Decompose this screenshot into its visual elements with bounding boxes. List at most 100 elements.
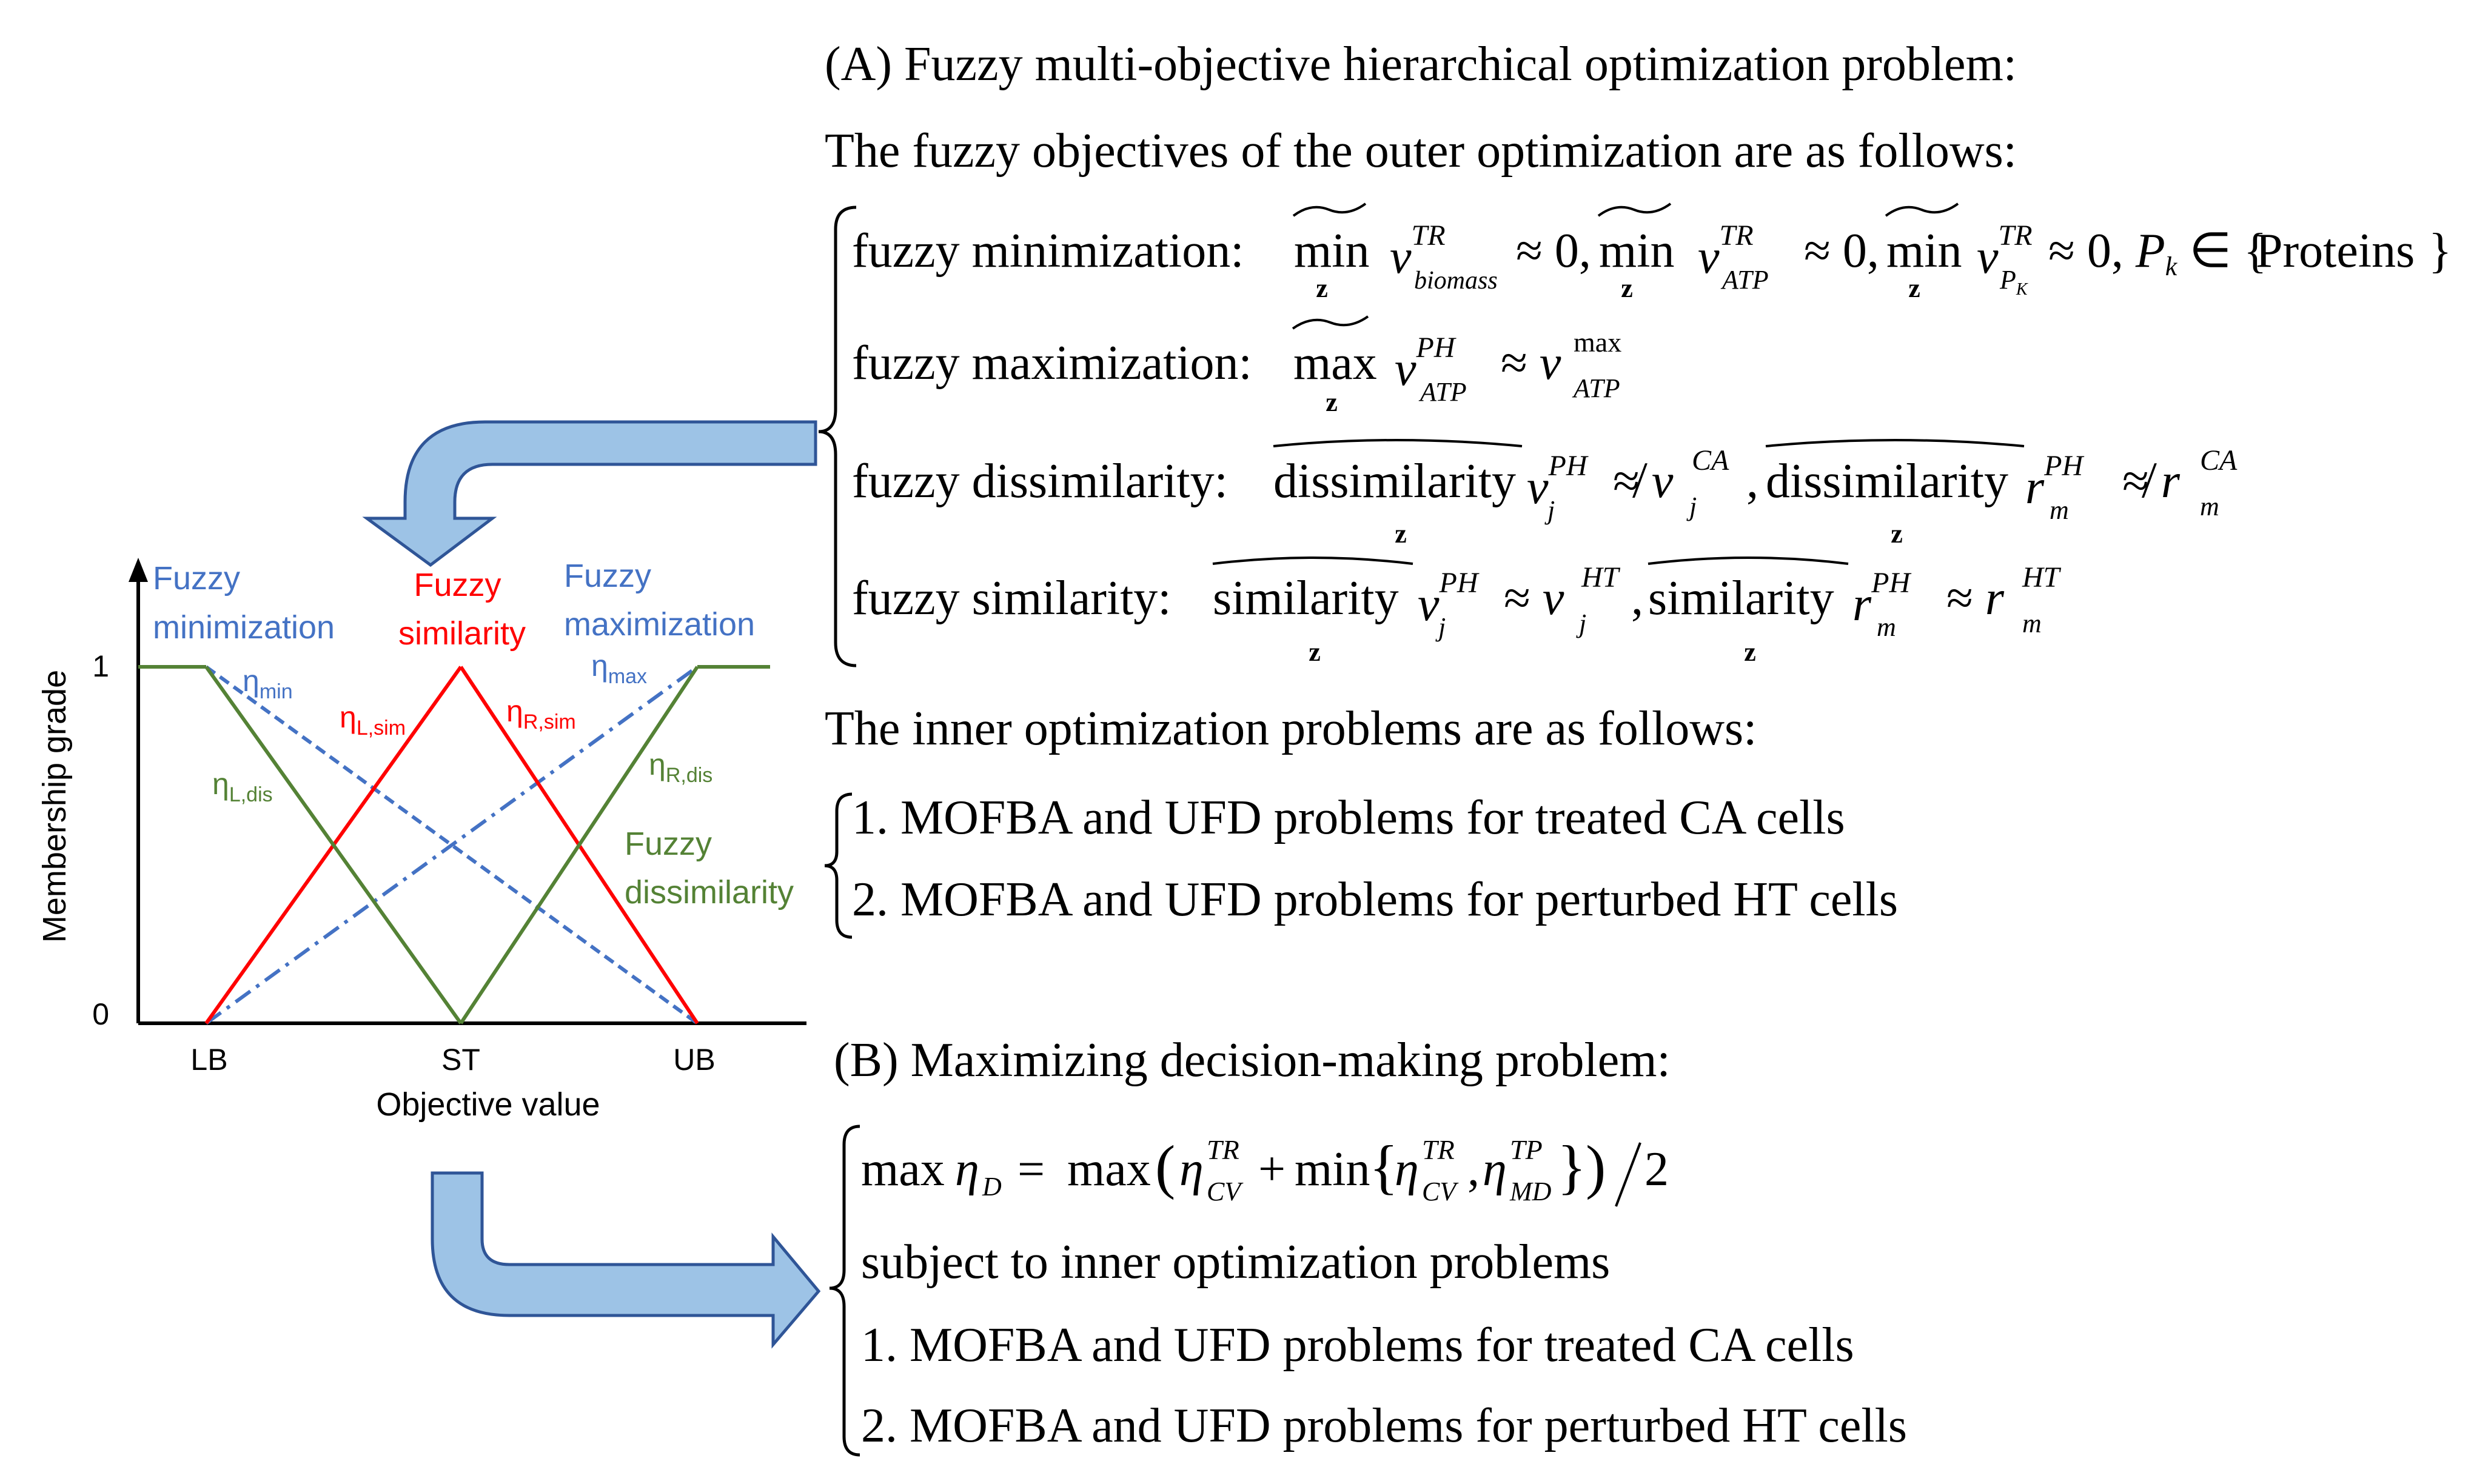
svg-text:CV: CV bbox=[1422, 1177, 1459, 1206]
svg-text:TP: TP bbox=[1510, 1134, 1543, 1165]
svg-text:≈ r: ≈ r bbox=[1946, 572, 2005, 625]
svg-text:z: z bbox=[1395, 519, 1407, 549]
decision-equation: max η D = max ( η TR CV + min { η TR CV … bbox=[861, 1133, 1669, 1207]
fuzzy-dissimilarity-row: fuzzy dissimilarity: dissimilarity z vPH… bbox=[852, 439, 2238, 549]
arc-dissimilarity-1 bbox=[1273, 439, 1523, 447]
panel-a-subtitle: The fuzzy objectives of the outer optimi… bbox=[825, 124, 2017, 178]
fuzzy-similarity-label: Fuzzy similarity bbox=[398, 567, 526, 652]
svg-text:≈ v: ≈ v bbox=[1501, 336, 1561, 390]
svg-text:ATP: ATP bbox=[1572, 373, 1620, 403]
y-axis-title: Membership grade bbox=[36, 670, 73, 943]
svg-text:TR: TR bbox=[1422, 1134, 1455, 1165]
arc-dissimilarity-2 bbox=[1765, 439, 2025, 447]
panel-a-brace bbox=[818, 206, 857, 667]
svg-text:fuzzy dissimilarity:: fuzzy dissimilarity: bbox=[852, 455, 1228, 508]
svg-text:MD: MD bbox=[1509, 1177, 1552, 1206]
series-layer bbox=[138, 665, 770, 1025]
svg-text:min: min bbox=[1295, 1143, 1370, 1196]
svg-text:≉ v: ≉ v bbox=[1613, 455, 1674, 508]
svg-text:CA: CA bbox=[2200, 444, 2238, 476]
eta-max-label: ηmax bbox=[591, 649, 647, 688]
svg-text:,: , bbox=[1746, 455, 1758, 508]
arc-similarity-2 bbox=[1648, 556, 1849, 565]
svg-text:,: , bbox=[1631, 572, 1643, 625]
svg-text:max: max bbox=[1293, 336, 1377, 390]
y-tick-1: 1 bbox=[92, 649, 109, 683]
svg-text:≈ 0, Pk ∈ {: ≈ 0, Pk ∈ { bbox=[2048, 224, 2267, 281]
eta-max-line bbox=[205, 665, 699, 1025]
eta-l-sim-label: ηL,sim bbox=[340, 700, 406, 740]
svg-text:Proteins: Proteins bbox=[2256, 224, 2415, 278]
svg-text:max: max bbox=[861, 1143, 945, 1196]
svg-text:fuzzy similarity:: fuzzy similarity: bbox=[852, 572, 1172, 625]
svg-text:≈ v: ≈ v bbox=[1504, 572, 1564, 625]
eta-r-dis-line bbox=[459, 666, 699, 1024]
svg-text:}: } bbox=[1557, 1133, 1586, 1200]
y-axis-arrowhead bbox=[129, 558, 148, 582]
panel-b: (B) Maximizing decision-making problem: … bbox=[829, 1034, 1907, 1457]
svg-text:min: min bbox=[1294, 224, 1369, 278]
fuzzy-maximization-label: Fuzzy maximization bbox=[564, 558, 755, 643]
eta-r-sim-label: ηR,sim bbox=[506, 694, 576, 734]
eta-r-dis-label: ηR,dis bbox=[649, 747, 712, 787]
svg-text:HT: HT bbox=[1581, 561, 1621, 593]
svg-text:j: j bbox=[1686, 492, 1697, 521]
svg-text:+: + bbox=[1258, 1143, 1286, 1196]
svg-text:CV: CV bbox=[1207, 1177, 1244, 1206]
svg-text:{: { bbox=[1369, 1133, 1398, 1200]
svg-text:}: } bbox=[2429, 224, 2452, 278]
arc-similarity-1 bbox=[1212, 556, 1413, 565]
svg-text:dissimilarity: dissimilarity bbox=[1273, 455, 1516, 508]
svg-text:η: η bbox=[1179, 1143, 1204, 1196]
arrow-right-to-panel-b-icon bbox=[431, 1171, 821, 1349]
x-axis-title: Objective value bbox=[376, 1086, 600, 1123]
svg-text:z: z bbox=[1621, 273, 1633, 303]
svg-text:fuzzy maximization:: fuzzy maximization: bbox=[852, 336, 1252, 390]
svg-text:j: j bbox=[1576, 609, 1586, 638]
svg-text:=: = bbox=[1017, 1143, 1045, 1196]
svg-text:similarity: similarity bbox=[1213, 572, 1399, 625]
fuzzy-minimization-label: Fuzzy minimization bbox=[153, 560, 335, 646]
svg-text:max: max bbox=[1067, 1143, 1151, 1196]
subject-to-text: subject to inner optimization problems bbox=[861, 1235, 1610, 1289]
inner-optimization-title: The inner optimization problems are as f… bbox=[825, 702, 1757, 755]
panel-b-item-1: 1. MOFBA and UFD problems for treated CA… bbox=[861, 1319, 1854, 1372]
svg-text:≈ 0,: ≈ 0, bbox=[1516, 224, 1591, 278]
panel-b-item-2: 2. MOFBA and UFD problems for perturbed … bbox=[861, 1399, 1907, 1452]
panel-b-title: (B) Maximizing decision-making problem: bbox=[834, 1034, 1671, 1087]
panel-a-title: (A) Fuzzy multi-objective hierarchical o… bbox=[825, 38, 2017, 91]
eta-l-dis-line bbox=[204, 666, 463, 1024]
svg-text:,: , bbox=[1467, 1143, 1480, 1196]
svg-text:(: ( bbox=[1155, 1133, 1175, 1200]
x-tick-lb: LB bbox=[190, 1043, 227, 1077]
svg-text:max: max bbox=[1574, 327, 1621, 358]
svg-text:z: z bbox=[1316, 273, 1328, 303]
svg-text:η: η bbox=[1395, 1143, 1419, 1196]
svg-text:η: η bbox=[1483, 1143, 1507, 1196]
inner-item-1: 1. MOFBA and UFD problems for treated CA… bbox=[852, 791, 1845, 844]
tilde-max bbox=[1292, 315, 1369, 330]
svg-text:z: z bbox=[1744, 637, 1756, 667]
x-tick-ub: UB bbox=[673, 1043, 715, 1077]
inner-brace bbox=[824, 792, 853, 939]
svg-text:≉ r: ≉ r bbox=[2122, 455, 2181, 508]
svg-text:2: 2 bbox=[1644, 1143, 1669, 1196]
svg-text:z: z bbox=[1908, 273, 1920, 303]
inner-item-2: 2. MOFBA and UFD problems for perturbed … bbox=[852, 873, 1898, 926]
svg-text:≈ 0,: ≈ 0, bbox=[1804, 224, 1879, 278]
svg-text:TR: TR bbox=[1207, 1134, 1239, 1165]
svg-text:z: z bbox=[1326, 387, 1338, 417]
fuzzy-dissimilarity-label: Fuzzy dissimilarity bbox=[625, 826, 794, 911]
eta-l-dis-label: ηL,dis bbox=[212, 767, 273, 806]
